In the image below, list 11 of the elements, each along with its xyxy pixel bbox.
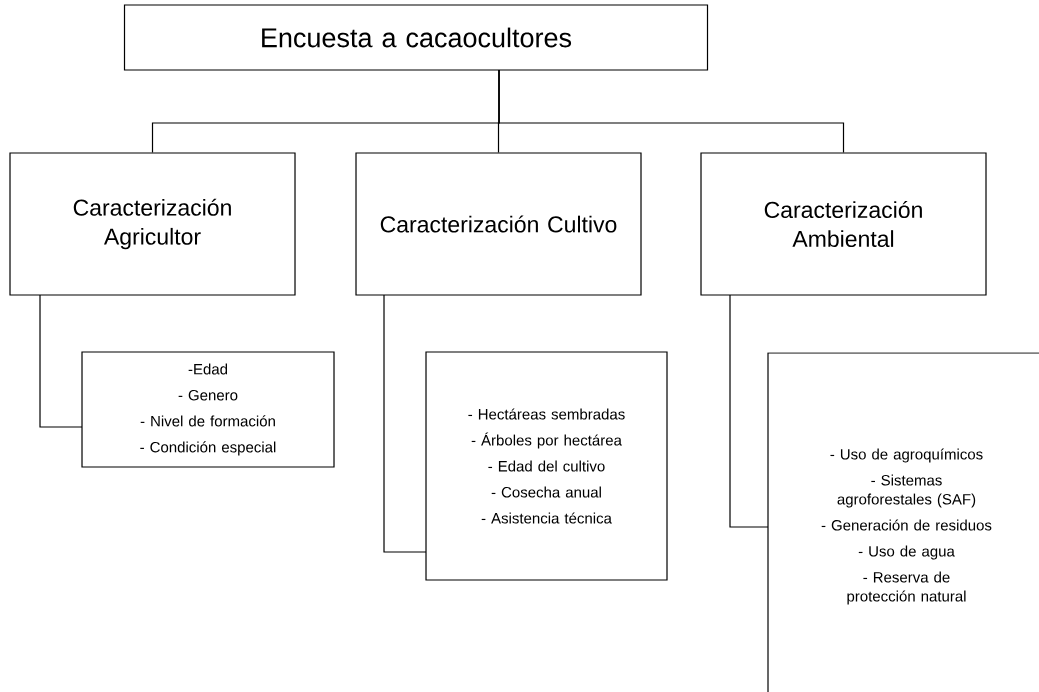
- title-box: Encuesta a cacaocultores: [123, 4, 709, 71]
- list-box: - Uso de agroquímicos - Sistemas agroforestales (SAF) - Generación de residuos - Uso de agua - Reserva de protección natural: [767, 352, 1039, 692]
- connector-line: [729, 294, 769, 528]
- category-box: Caracterización Agricultor: [9, 152, 296, 296]
- list-box: - Hectáreas sembradas - Árboles por hectárea - Edad del cultivo - Cosecha anual - Asistencia técnica: [425, 351, 668, 581]
- category-box: Caracterización Cultivo: [355, 152, 642, 296]
- connector-line: [383, 294, 427, 553]
- connector-line: [498, 69, 845, 153]
- category-box: Caracterización Ambiental: [700, 152, 987, 296]
- list-box: -Edad - Genero - Nivel de formación - Condición especial: [81, 351, 335, 468]
- connector-line: [39, 294, 83, 428]
